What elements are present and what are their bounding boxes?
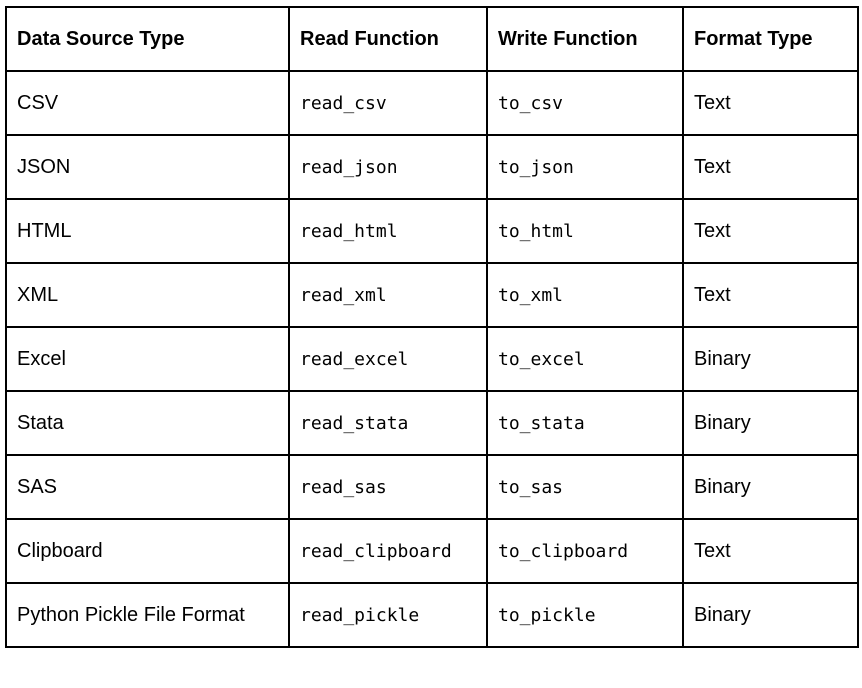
header-read-function: Read Function [288,6,488,72]
table-row: Python Pickle File Format read_pickle to… [5,582,859,648]
table-row: Excel read_excel to_excel Binary [5,326,859,392]
table-row: Stata read_stata to_stata Binary [5,390,859,456]
cell-format-type: Binary [682,582,859,648]
header-data-source-type: Data Source Type [5,6,290,72]
cell-write-function: to_json [486,134,684,200]
cell-read-function: read_html [288,198,488,264]
cell-write-function: to_html [486,198,684,264]
table-row: CSV read_csv to_csv Text [5,70,859,136]
cell-data-source-type: Stata [5,390,290,456]
cell-format-type: Binary [682,326,859,392]
cell-read-function: read_csv [288,70,488,136]
table-row: Clipboard read_clipboard to_clipboard Te… [5,518,859,584]
cell-format-type: Text [682,518,859,584]
table-body: CSV read_csv to_csv Text JSON read_json … [5,70,859,648]
cell-data-source-type: JSON [5,134,290,200]
cell-format-type: Text [682,262,859,328]
cell-read-function: read_pickle [288,582,488,648]
cell-data-source-type: Python Pickle File Format [5,582,290,648]
cell-data-source-type: Clipboard [5,518,290,584]
cell-read-function: read_excel [288,326,488,392]
table-row: HTML read_html to_html Text [5,198,859,264]
cell-read-function: read_xml [288,262,488,328]
cell-read-function: read_sas [288,454,488,520]
header-format-type: Format Type [682,6,859,72]
header-row: Data Source Type Read Function Write Fun… [5,6,859,72]
cell-format-type: Text [682,198,859,264]
header-write-function: Write Function [486,6,684,72]
cell-data-source-type: SAS [5,454,290,520]
cell-data-source-type: HTML [5,198,290,264]
cell-write-function: to_clipboard [486,518,684,584]
cell-write-function: to_pickle [486,582,684,648]
cell-format-type: Text [682,70,859,136]
cell-read-function: read_clipboard [288,518,488,584]
cell-data-source-type: XML [5,262,290,328]
cell-write-function: to_excel [486,326,684,392]
cell-read-function: read_json [288,134,488,200]
io-functions-table: Data Source Type Read Function Write Fun… [5,6,859,648]
table-header: Data Source Type Read Function Write Fun… [5,6,859,72]
cell-write-function: to_sas [486,454,684,520]
cell-write-function: to_xml [486,262,684,328]
table-row: SAS read_sas to_sas Binary [5,454,859,520]
cell-format-type: Binary [682,390,859,456]
cell-write-function: to_stata [486,390,684,456]
cell-format-type: Binary [682,454,859,520]
table-row: XML read_xml to_xml Text [5,262,859,328]
cell-data-source-type: CSV [5,70,290,136]
table-row: JSON read_json to_json Text [5,134,859,200]
cell-data-source-type: Excel [5,326,290,392]
cell-write-function: to_csv [486,70,684,136]
cell-format-type: Text [682,134,859,200]
cell-read-function: read_stata [288,390,488,456]
